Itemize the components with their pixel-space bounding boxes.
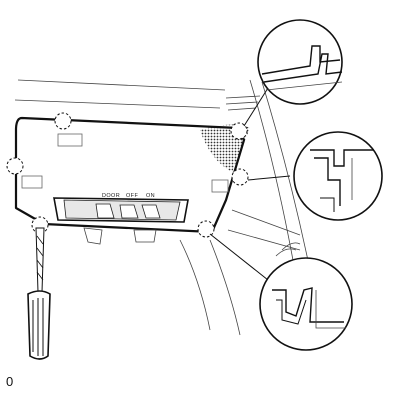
panel-lenses [21,133,229,193]
clip-marker-right [231,168,249,186]
corner-mark: 0 [6,374,14,389]
switch-label-on: ON [146,193,155,199]
screwdriver-tool [27,227,51,360]
clip-detail-callout-middle [293,131,383,221]
clip-marker-top-right [230,122,248,140]
clip-detail-callout-top [257,19,343,105]
clip-markers [6,112,249,238]
clip-detail-callout-bottom [259,257,353,351]
console-panel [14,116,246,234]
clip-marker-bottom-right [197,220,215,238]
clip-marker-left [6,157,24,175]
room-light-switch: DOOR OFF ON [53,193,189,245]
callout-leaders [209,87,291,281]
switch-label-door: DOOR [102,193,120,199]
clip-marker-top [54,112,72,130]
switch-label-off: OFF [126,193,138,199]
